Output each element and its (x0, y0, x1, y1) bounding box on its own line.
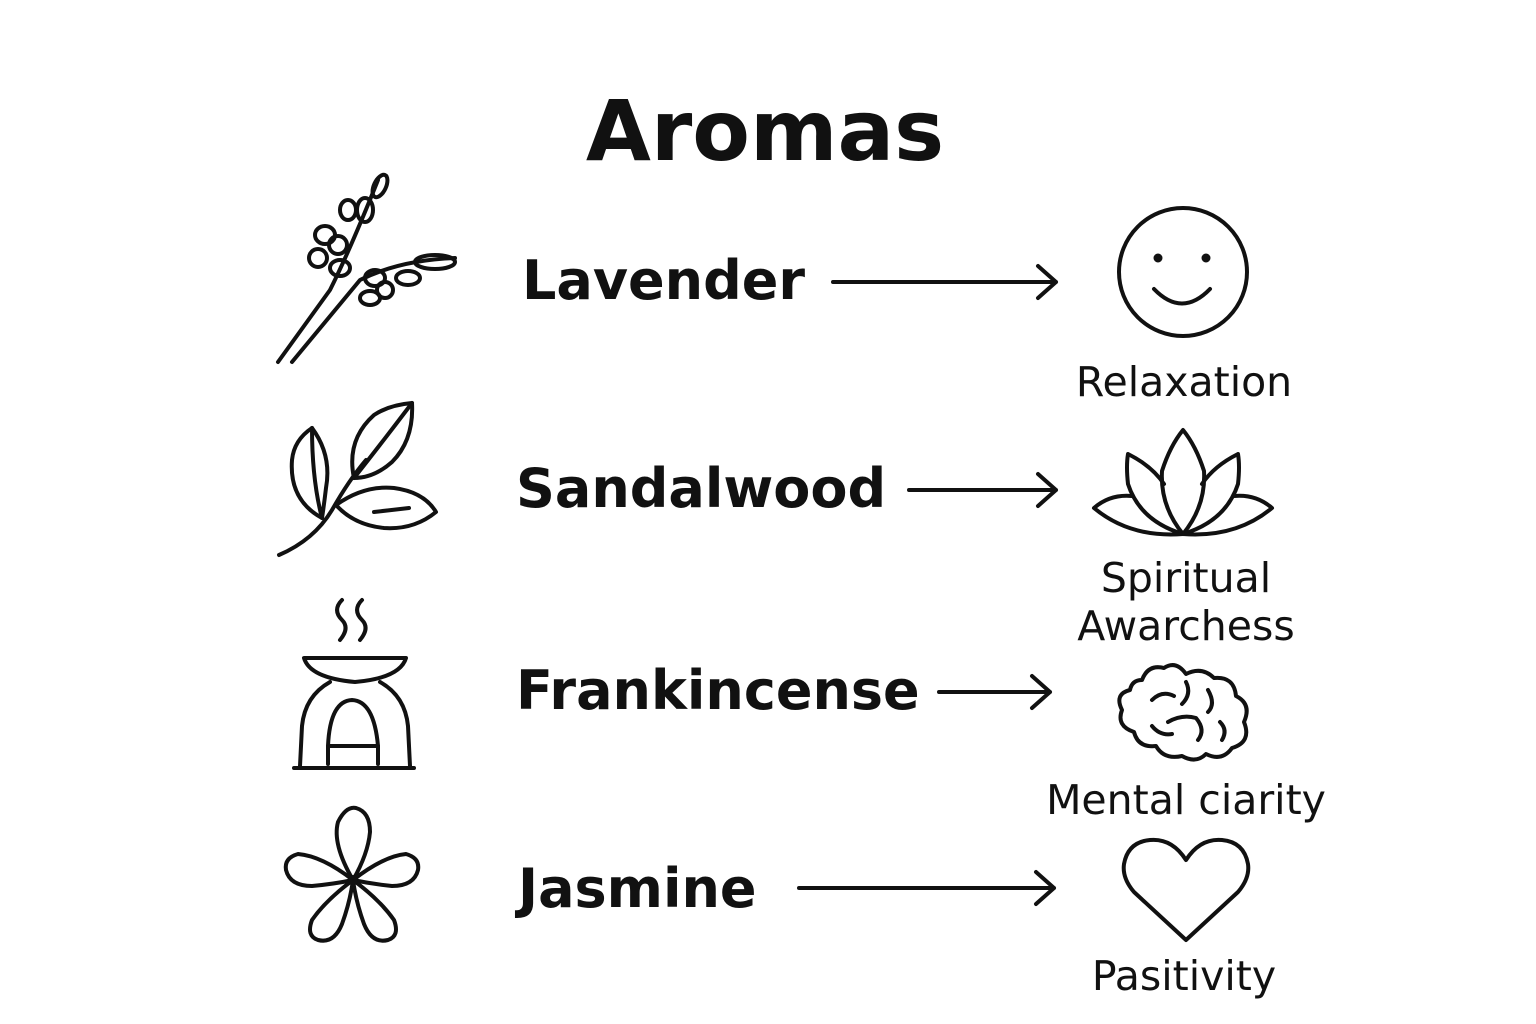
aroma-label-sandalwood: Sandalwood (516, 457, 887, 520)
arrow-right-icon (907, 472, 1058, 508)
arrow-right-icon (797, 870, 1056, 906)
smiley-face-icon (1117, 206, 1249, 338)
page-title: Aromas (585, 82, 945, 180)
arrow-right-icon (831, 264, 1058, 300)
aroma-label-jasmine: Jasmine (518, 857, 757, 920)
effect-label-line: Spiritual (1100, 554, 1272, 602)
effect-label-relaxation: Relaxation (1075, 358, 1293, 406)
jasmine-flower-icon (283, 805, 421, 943)
effect-label-mental-clarity: Mental ciarity (1046, 776, 1326, 824)
effect-label-spiritual-awareness: Spiritual Awarchess (986, 554, 1386, 650)
leaf-branch-icon (277, 401, 438, 557)
aroma-label-lavender: Lavender (522, 249, 806, 312)
aroma-label-frankincense: Frankincense (516, 659, 920, 722)
lotus-icon (1092, 428, 1274, 537)
heart-icon (1121, 837, 1251, 942)
arrow-right-icon (937, 674, 1052, 710)
brain-icon (1117, 663, 1249, 762)
effect-label-positivity: Pasitivity (1091, 952, 1277, 1000)
lavender-sprig-icon (276, 172, 457, 364)
effect-label-line: Awarchess (1077, 602, 1295, 650)
incense-burner-icon (292, 598, 416, 770)
